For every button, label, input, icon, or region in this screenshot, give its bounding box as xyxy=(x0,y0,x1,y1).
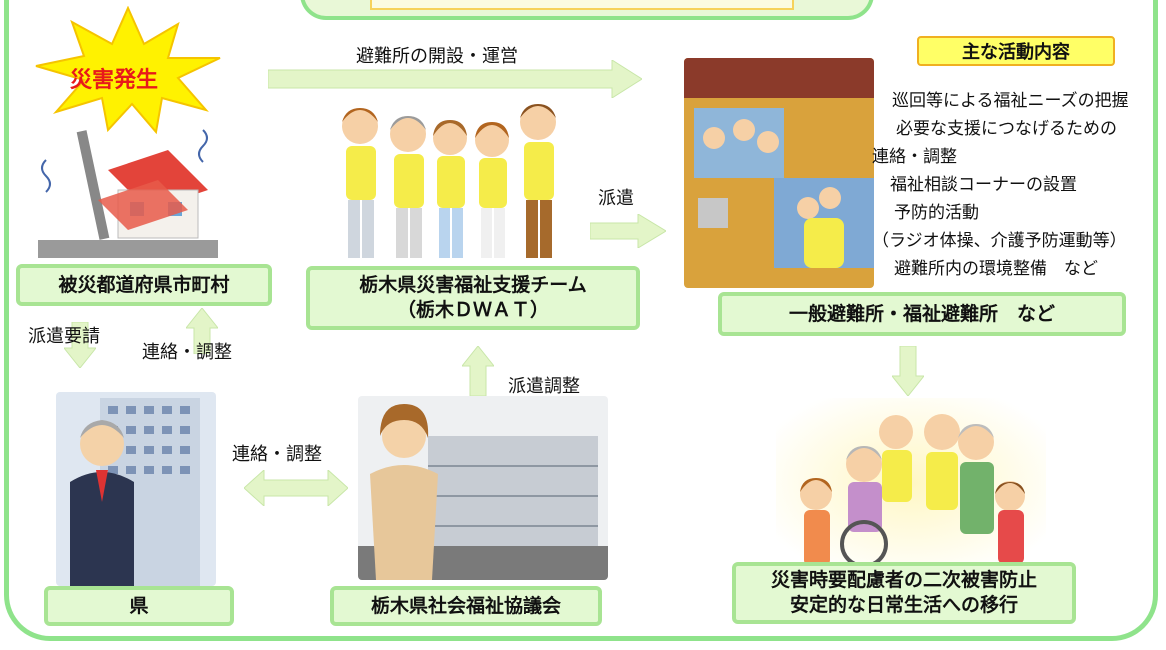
dispatch-coord-arrow xyxy=(462,346,494,396)
activity-item: 福祉相談コーナーの設置 xyxy=(890,175,1077,195)
liaison-bottom-text: 連絡・調整 xyxy=(232,444,322,465)
dwat-text-line1: 栃木県災害福祉支援チーム xyxy=(359,274,587,297)
outcome-text-line1: 災害時要配慮者の二次被害防止 xyxy=(770,569,1037,592)
dispatch-arrow xyxy=(590,214,666,248)
outer-frame xyxy=(4,0,1158,641)
affected-municipality-text: 被災都道府県市町村 xyxy=(58,273,230,296)
disaster-burst xyxy=(35,6,221,135)
dwat-team-illustration xyxy=(330,96,578,262)
shelter-scene-illustration xyxy=(684,58,874,288)
council-building-illustration xyxy=(358,396,608,580)
council-text: 栃木県社会福祉協議会 xyxy=(370,594,561,617)
shelters-label: 一般避難所・福祉避難所 など xyxy=(718,292,1126,336)
dwat-text-line2: （栃木ＤＷＡＴ） xyxy=(396,299,549,321)
activity-item: 予防的活動 xyxy=(894,203,979,223)
disaster-burst-text: 災害発生 xyxy=(70,68,159,93)
liaison-up-arrow xyxy=(186,308,218,354)
activity-item: 巡回等による福祉ニーズの把握 xyxy=(892,91,1129,111)
dispatch-request-arrow xyxy=(64,322,96,368)
outcome-text-line2: 安定的な日常生活への移行 xyxy=(789,594,1018,616)
damaged-house-illustration xyxy=(38,129,218,258)
outcome-label: 災害時要配慮者の二次被害防止 安定的な日常生活への移行 xyxy=(732,562,1076,624)
dwat-label: 栃木県災害福祉支援チーム （栃木ＤＷＡＴ） xyxy=(306,266,640,330)
liaison-double-arrow xyxy=(244,470,348,506)
prefecture-label: 県 xyxy=(44,586,234,626)
council-label: 栃木県社会福祉協議会 xyxy=(330,586,602,626)
dispatch-request-text: 派遣要請 xyxy=(28,326,100,347)
prefecture-building-illustration xyxy=(56,392,216,586)
activities-title: 主な活動内容 xyxy=(917,36,1115,66)
shelters-text: 一般避難所・福祉避難所 など xyxy=(788,302,1055,325)
dispatch-coord-text: 派遣調整 xyxy=(508,376,580,397)
outcome-arrow xyxy=(892,346,924,396)
family-illustration xyxy=(776,398,1046,568)
affected-municipality-label: 被災都道府県市町村 xyxy=(16,264,272,306)
activity-item: （ラジオ体操、介護予防運動等） xyxy=(872,231,1127,251)
liaison-left-text: 連絡・調整 xyxy=(142,342,232,363)
activity-item: 連絡・調整 xyxy=(872,147,957,167)
shelter-ops-text: 避難所の開設・運営 xyxy=(356,46,518,67)
shelter-ops-arrow xyxy=(268,60,642,98)
activity-item: 避難所内の環境整備 など xyxy=(894,259,1098,279)
prefecture-text: 県 xyxy=(129,594,149,617)
dispatch-text: 派遣 xyxy=(598,188,634,209)
activity-item: 必要な支援につなげるための xyxy=(896,119,1117,139)
header-tab-inner xyxy=(370,0,794,10)
